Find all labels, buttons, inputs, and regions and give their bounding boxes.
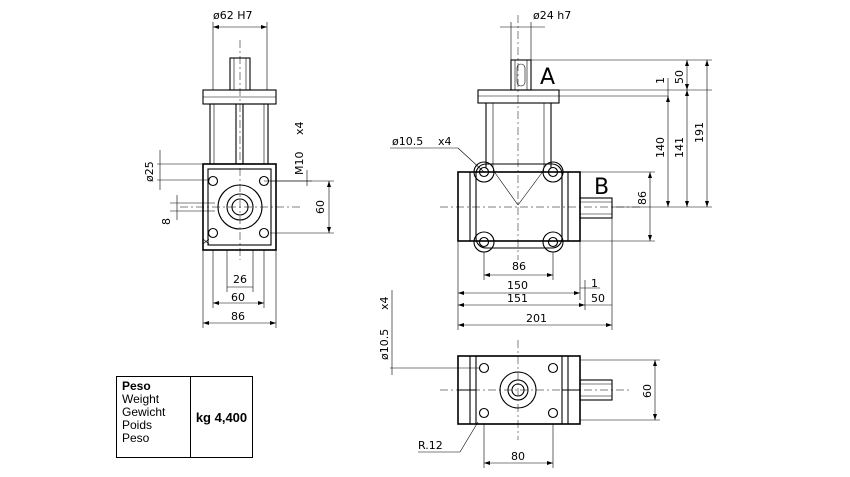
dim-140: 140: [654, 137, 667, 158]
label-a: A: [540, 65, 555, 90]
dim-8: 8: [160, 218, 173, 225]
plan-view: ø10.5 x4 60 R.12 80: [378, 290, 660, 468]
dim-141: 141: [673, 137, 686, 158]
dim-50-top: 50: [673, 70, 686, 84]
dim-x4-a: x4: [293, 121, 306, 135]
dim-86-mid: 86: [512, 260, 526, 273]
weight-label-es: Peso: [122, 431, 150, 445]
dim-d10-5-plan: ø10.5: [378, 329, 391, 360]
dim-150: 150: [507, 279, 528, 292]
dim-151: 151: [507, 292, 528, 305]
dim-d10-5-front: ø10.5: [392, 135, 423, 148]
dim-50-mid: 50: [591, 292, 605, 305]
dim-80: 80: [511, 450, 525, 463]
weight-value: kg 4,400: [195, 409, 248, 425]
dim-60-bottom: 60: [231, 291, 245, 304]
weight-labels: Peso Weight Gewicht Poids Peso: [117, 377, 191, 457]
dim-60-side: 60: [314, 200, 327, 214]
dim-x4-front: x4: [438, 135, 452, 148]
side-view: ø62 H7 ø25 8 M10 x4 60 26 60: [143, 9, 334, 328]
dim-1-top: 1: [654, 77, 667, 84]
dim-m10: M10: [293, 152, 306, 176]
weight-label-it: Peso: [122, 379, 151, 393]
label-b: B: [594, 175, 609, 200]
weight-label-en: Weight: [122, 392, 160, 406]
dim-26: 26: [233, 273, 247, 286]
dim-86-right: 86: [636, 191, 649, 205]
dim-86-bottom: 86: [231, 310, 245, 323]
dim-60-plan: 60: [641, 384, 654, 398]
front-view: A B ø24 h7 ø10.5 x4 1 50 140 141 191: [390, 9, 712, 330]
dim-d24: ø24 h7: [533, 9, 571, 22]
dim-x4-plan: x4: [378, 296, 391, 310]
weight-label-de: Gewicht: [122, 405, 166, 419]
dim-d62: ø62 H7: [213, 9, 253, 22]
dim-191: 191: [693, 122, 706, 143]
dim-r12: R.12: [418, 439, 443, 452]
weight-table: Peso Weight Gewicht Poids Peso kg 4,400: [116, 376, 253, 458]
dim-1-mid: 1: [591, 277, 598, 290]
dim-201: 201: [526, 312, 547, 325]
weight-label-fr: Poids: [122, 418, 153, 432]
dim-d25: ø25: [143, 161, 156, 182]
